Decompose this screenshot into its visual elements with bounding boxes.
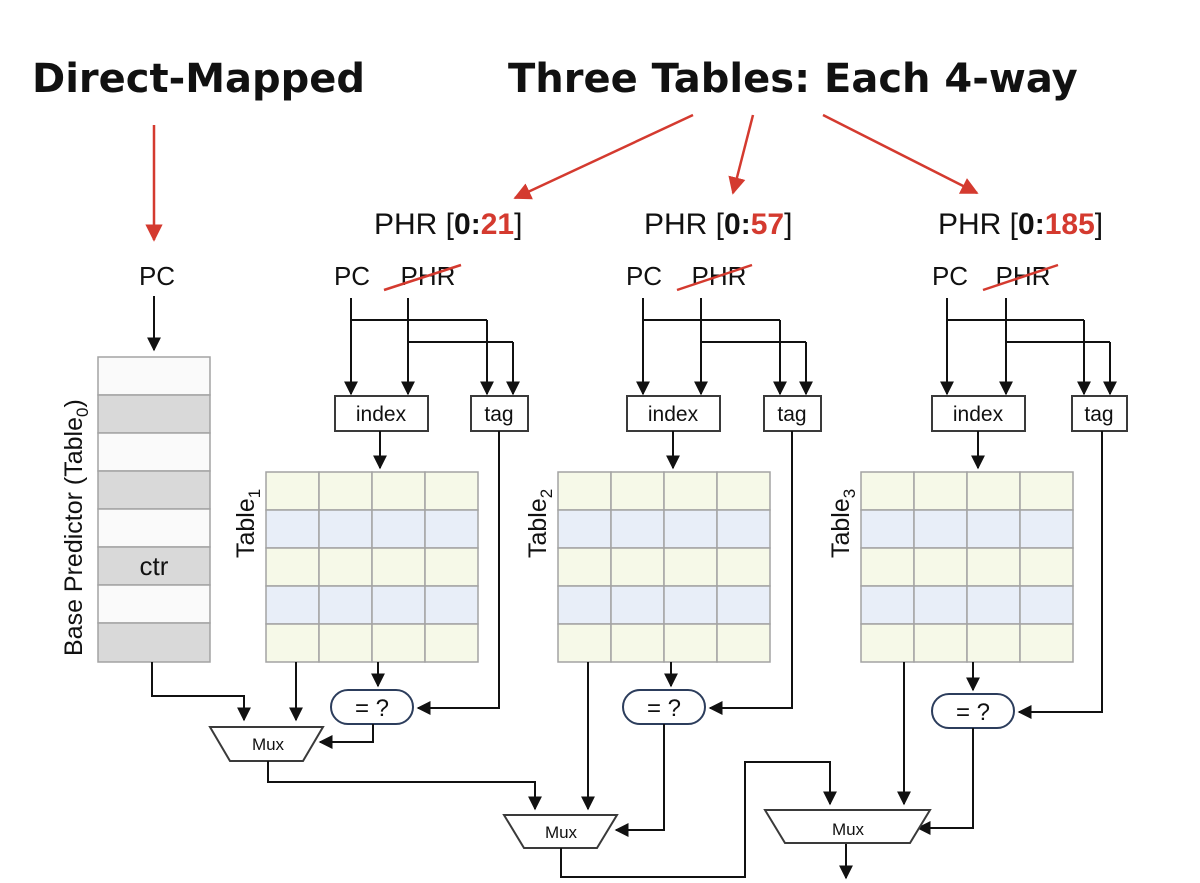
- table3-index-box: [931, 395, 1026, 432]
- base-pc-label: PC: [139, 261, 175, 291]
- phr-range-label-2: PHR [0:57]: [644, 208, 792, 241]
- table1-index-box: [334, 395, 429, 432]
- table2-pc-label: PC: [626, 261, 662, 291]
- table3-tag-label: tag: [1084, 403, 1113, 426]
- heading-direct-mapped: Direct-Mapped: [32, 56, 365, 102]
- table1-grid: [265, 471, 479, 663]
- table2-tag-label: tag: [777, 403, 806, 426]
- table1-tag-label: tag: [484, 403, 513, 426]
- red-arrow-table2: [728, 114, 755, 195]
- table2-phr-strike: [676, 263, 753, 292]
- table3-pc-label: PC: [932, 261, 968, 291]
- table3-phr-strike: [982, 263, 1059, 292]
- table2-compare-label: = ?: [647, 695, 681, 722]
- phr-range-label-3: PHR [0:185]: [938, 208, 1103, 241]
- table3-input-wires: [940, 298, 1117, 396]
- table1-phr-strike: [383, 263, 462, 292]
- base-predictor-label: Base Predictor (Table0): [60, 399, 92, 656]
- table2-index-box: [626, 395, 721, 432]
- mux-2: [502, 814, 619, 849]
- table1-output-wires: [151, 431, 500, 749]
- mux-1: [208, 726, 325, 762]
- table3-tag-box: [1071, 395, 1128, 432]
- table3-compare-label: = ?: [956, 699, 990, 726]
- mux-2-label: Mux: [545, 823, 578, 842]
- red-arrow-table1: [513, 113, 694, 200]
- table2-label: Table2: [524, 489, 556, 558]
- mux-3: [763, 809, 932, 844]
- table3-label: Table3: [827, 489, 859, 558]
- table2-tag-box: [763, 395, 822, 432]
- table2-input-wires: [636, 298, 813, 396]
- table1-index-label: index: [356, 403, 407, 426]
- table1-input-wires: [344, 298, 520, 396]
- heading-three-tables: Three Tables: Each 4-way: [508, 56, 1078, 102]
- table1-pc-label: PC: [334, 261, 370, 291]
- table2-output-wires: [267, 431, 793, 837]
- table1-label: Table1: [232, 489, 264, 558]
- red-arrow-table3: [822, 113, 979, 195]
- base-predictor-table: [97, 356, 211, 663]
- mux-1-label: Mux: [252, 735, 285, 754]
- base-ctr-label: ctr: [140, 551, 169, 581]
- table1-compare-label: = ?: [355, 695, 389, 722]
- table3-output-wires: [560, 431, 1103, 880]
- table2-index-label: index: [648, 403, 699, 426]
- mux-3-label: Mux: [832, 820, 865, 839]
- table3-index-label: index: [953, 403, 1004, 426]
- table2-grid: [557, 471, 771, 663]
- phr-range-label-1: PHR [0:21]: [374, 208, 522, 241]
- table3-grid: [860, 471, 1074, 663]
